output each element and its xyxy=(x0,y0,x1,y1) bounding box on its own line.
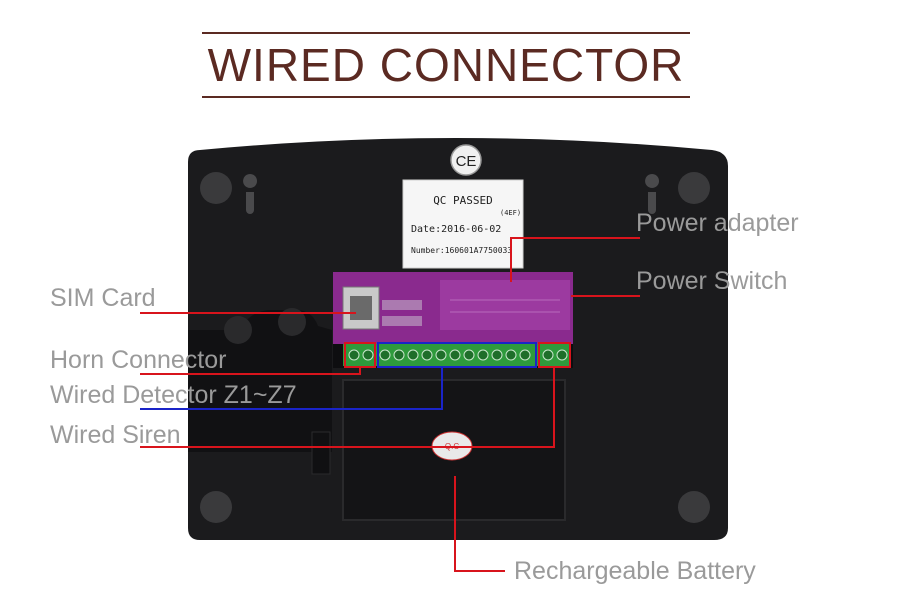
battery-cover-latch xyxy=(312,432,330,474)
qc-sticker-code: (4EF) xyxy=(500,209,521,217)
label-wired-siren: Wired Siren xyxy=(50,421,181,450)
label-horn-connector: Horn Connector xyxy=(50,346,226,375)
ce-mark-text: CE xyxy=(456,153,477,170)
label-power-switch: Power Switch xyxy=(636,267,787,296)
rubber-foot-bottom-right xyxy=(678,491,710,523)
label-wired-detector: Wired Detector Z1~Z7 xyxy=(50,381,297,410)
qc-sticker-title: QC PASSED xyxy=(433,194,493,207)
label-power-adapter: Power adapter xyxy=(636,209,799,238)
qc-sticker-number: Number:160601A7750033 xyxy=(411,246,512,255)
qc-sticker-date: Date:2016-06-02 xyxy=(411,224,501,235)
rubber-foot-top-right xyxy=(678,172,710,204)
rubber-foot-bottom-left xyxy=(200,491,232,523)
label-sim-card: SIM Card xyxy=(50,284,156,313)
rubber-foot-top-left xyxy=(200,172,232,204)
label-rechargeable-battery: Rechargeable Battery xyxy=(514,557,756,586)
